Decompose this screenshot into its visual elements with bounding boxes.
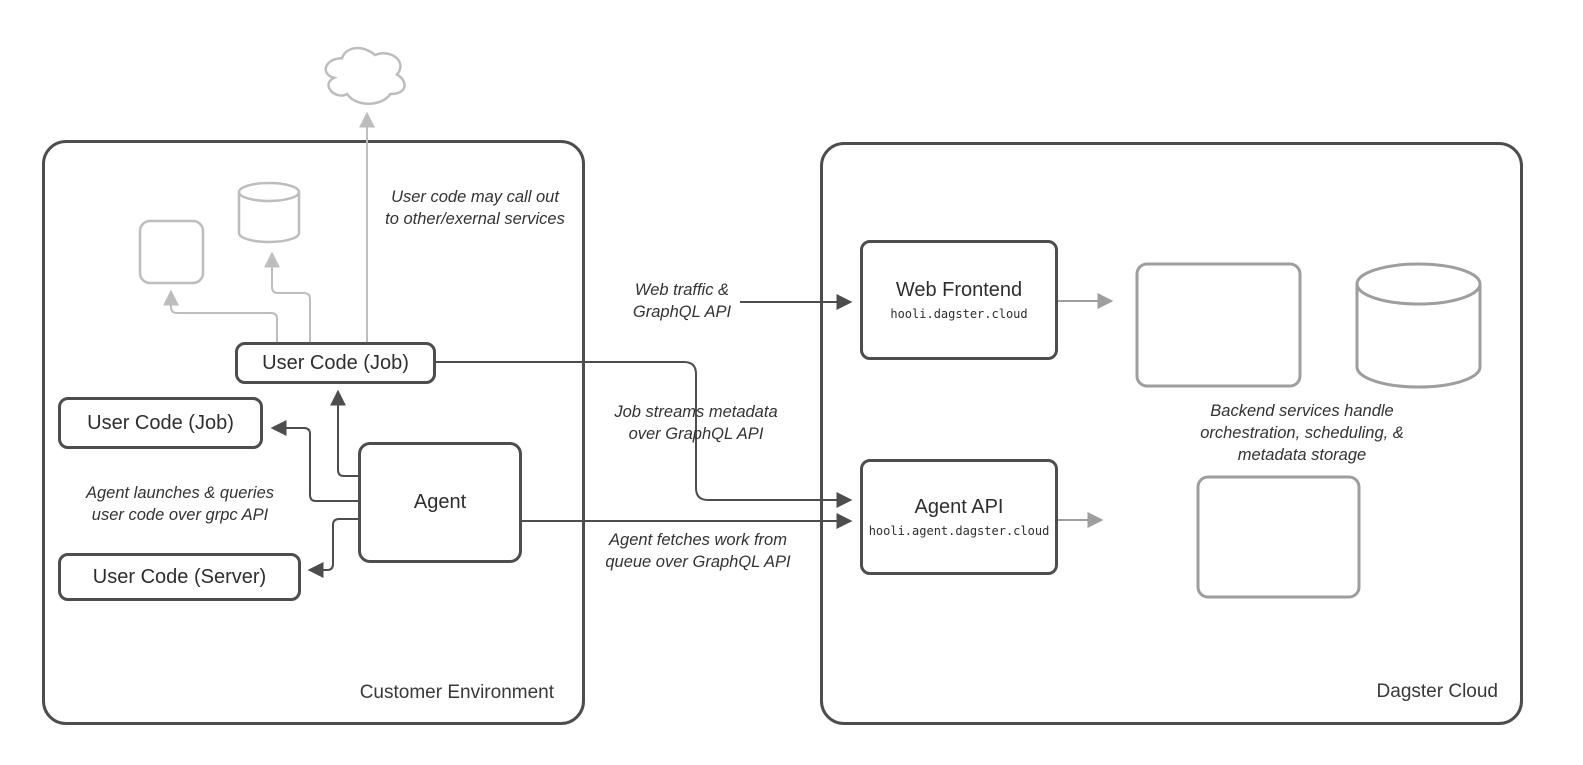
node-user-code-job-left-label: User Code (Job) xyxy=(87,411,234,434)
node-user-code-job-left: User Code (Job) xyxy=(58,397,263,449)
external-services-cloud-icon xyxy=(324,46,406,105)
node-agent-api-title: Agent API xyxy=(914,496,1004,518)
note-agent-fetches: Agent fetches work from queue over Graph… xyxy=(605,531,791,571)
node-agent: Agent xyxy=(358,442,522,563)
node-user-code-server: User Code (Server) xyxy=(58,553,301,601)
node-agent-api: Agent API hooli.agent.dagster.cloud xyxy=(860,459,1058,575)
dagster-cloud-label: Dagster Cloud xyxy=(1376,681,1498,702)
note-web-traffic: Web traffic & GraphQL API xyxy=(632,281,732,321)
node-user-code-job-top: User Code (Job) xyxy=(235,342,436,384)
note-external-services: User code may call out to other/exernal … xyxy=(385,188,565,228)
node-web-frontend-title: Web Frontend xyxy=(895,279,1023,301)
node-agent-label: Agent xyxy=(413,491,467,513)
node-agent-api-domain: hooli.agent.dagster.cloud xyxy=(868,524,1050,538)
node-web-frontend-domain: hooli.dagster.cloud xyxy=(890,307,1028,321)
note-grpc-api: Agent launches & queries user code over … xyxy=(85,484,275,524)
node-user-code-job-top-label: User Code (Job) xyxy=(262,351,409,374)
node-user-code-server-label: User Code (Server) xyxy=(92,565,267,588)
node-web-frontend: Web Frontend hooli.dagster.cloud xyxy=(860,240,1058,360)
note-job-streams: Job streams metadata over GraphQL API xyxy=(614,403,778,443)
customer-environment-label: Customer Environment xyxy=(359,682,554,703)
note-backend-services: Backend services handle orchestration, s… xyxy=(1200,402,1404,464)
